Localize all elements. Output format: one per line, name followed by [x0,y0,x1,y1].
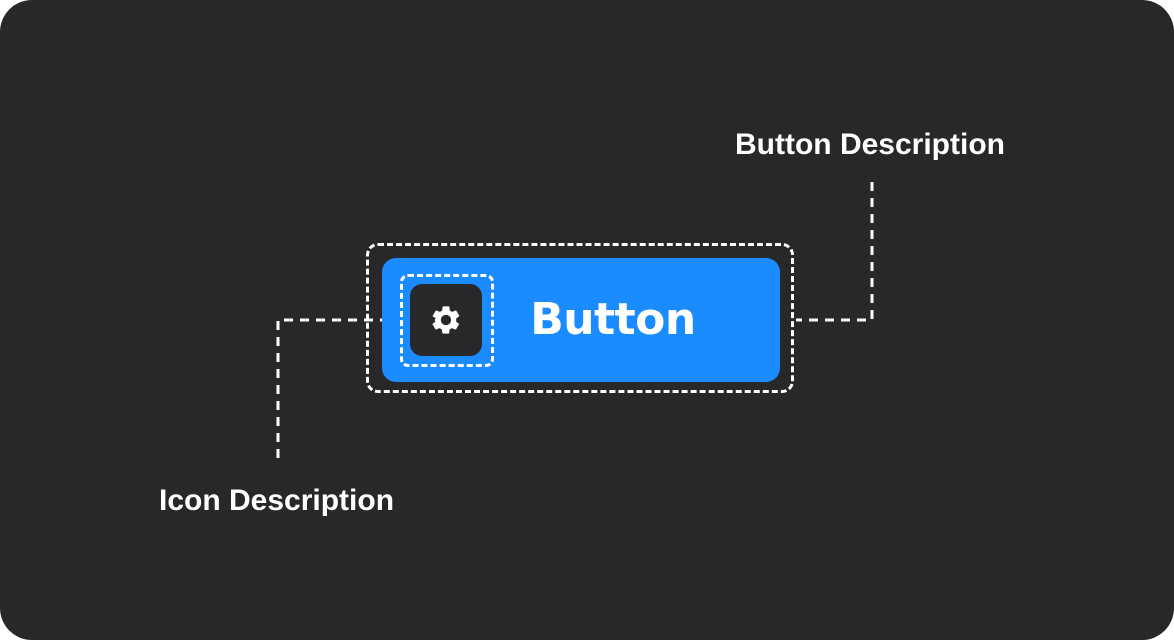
button-highlight-frame [366,243,794,393]
button-description-connector [796,182,874,322]
button-label: Button [530,294,696,345]
icon-description-label: Icon Description [159,484,395,517]
icon-highlight-frame [400,274,494,367]
button-description-label: Button Description [735,128,1005,161]
icon-tile [410,284,482,356]
gear-icon [432,306,460,334]
